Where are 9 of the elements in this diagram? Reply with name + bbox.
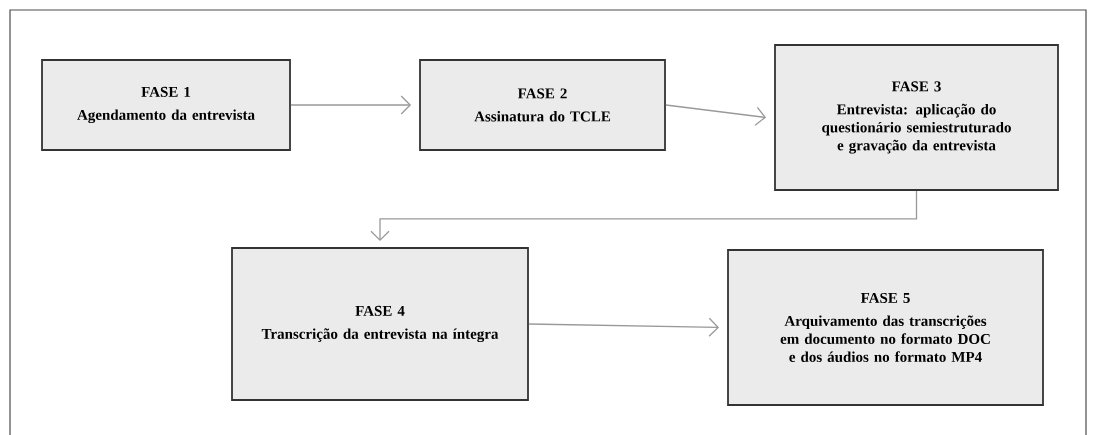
process-box: FASE 1 Agendamento da entrevista [41,59,291,151]
arrow [528,317,720,337]
arrow [290,95,412,115]
arrow [370,190,918,242]
process-box: FASE 2 Assinatura do TCLE [419,59,666,151]
process-box: FASE 5 Arquivamento das transcrições em documento no formato DOC e dos áudios no formato MP4 [727,249,1044,406]
process-box: FASE 3 Entrevista: aplicação do questionário semiestruturado e gravação da entrevista [774,44,1059,191]
process-box: FASE 4 Transcrição da entrevista na íntegra [231,247,529,401]
arrow [665,104,767,126]
